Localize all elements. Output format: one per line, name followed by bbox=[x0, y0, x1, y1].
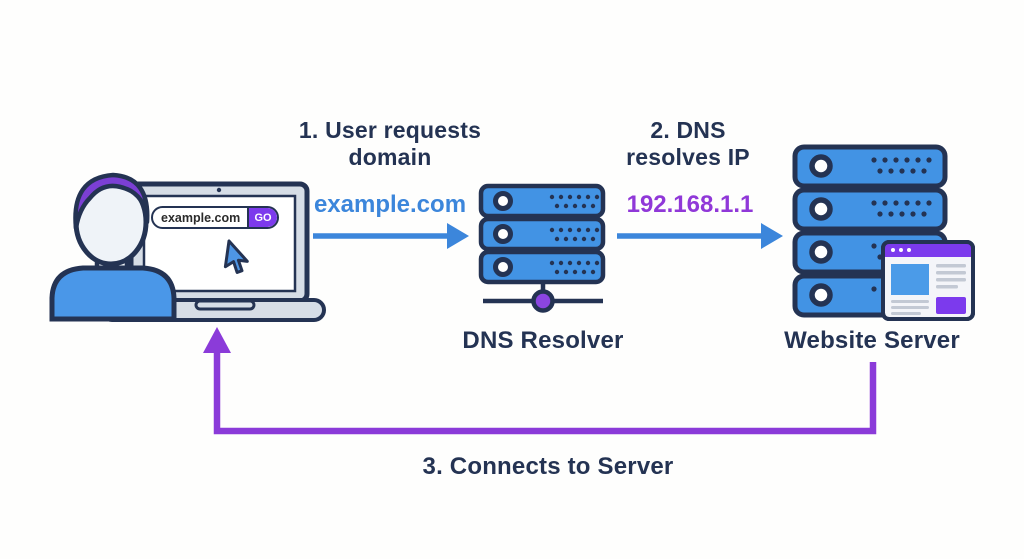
step3-label: 3. Connects to Server bbox=[422, 453, 674, 480]
person-icon bbox=[49, 172, 177, 322]
dns-server-icon bbox=[478, 183, 606, 313]
arrow-dns-to-server-icon bbox=[617, 223, 783, 249]
step2-value-ip: 192.168.1.1 bbox=[626, 191, 754, 218]
arrow-user-to-dns-icon bbox=[313, 223, 469, 249]
server-stand-icon bbox=[483, 282, 603, 313]
browser-image-block bbox=[891, 264, 929, 295]
web-server-icon bbox=[792, 144, 975, 321]
website-server-label: Website Server bbox=[784, 327, 960, 354]
server-vent-dots-icon bbox=[549, 194, 600, 275]
browser-url-bar: example.com GO bbox=[151, 206, 279, 229]
browser-button bbox=[936, 297, 966, 314]
step1-label: 1. User requests domain bbox=[298, 117, 482, 171]
webcam-dot-icon bbox=[216, 187, 222, 193]
step1-value-domain: example.com bbox=[313, 191, 467, 218]
person-at-laptop-icon bbox=[49, 172, 326, 322]
go-button: GO bbox=[247, 208, 277, 227]
hair-icon bbox=[73, 172, 150, 231]
server-led-icon bbox=[809, 154, 833, 307]
dns-resolver-label: DNS Resolver bbox=[462, 327, 624, 354]
browser-dots-icon bbox=[891, 248, 911, 252]
cursor-icon bbox=[223, 239, 249, 274]
url-text: example.com bbox=[161, 210, 241, 225]
step2-label: 2. DNS resolves IP bbox=[626, 117, 750, 171]
arrow-server-to-user-icon bbox=[203, 327, 877, 435]
browser-window-icon bbox=[881, 240, 975, 321]
browser-text-lines bbox=[891, 264, 966, 315]
server-led-icon bbox=[493, 191, 513, 277]
